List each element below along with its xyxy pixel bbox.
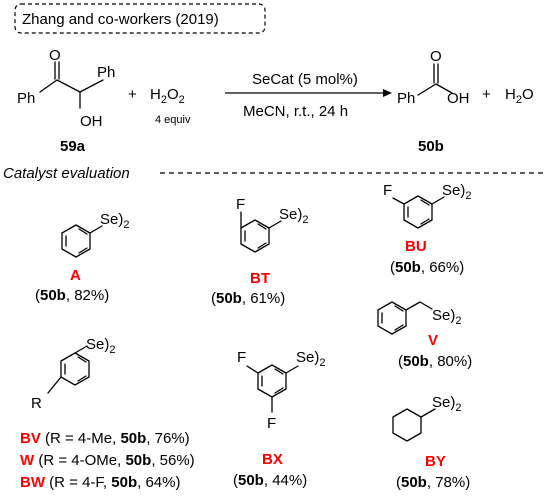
svg-text:H2O2: H2O2 [150,86,185,106]
catalyst-A: Se)2 A (50b, 82%) [35,211,129,304]
catalyst-V: Se)2 V (50b, 80%) [377,301,472,370]
reaction-arrow: SeCat (5 mol%) MeCN, r.t., 24 h [225,71,392,120]
oxidant-equiv: 4 equiv [155,114,191,126]
product-oh: OH [447,90,470,107]
citation-text: Zhang and co-workers (2019) [22,11,219,28]
reactant-benzoin: O Ph Ph OH 59a [17,47,115,155]
conditions-bottom: MeCN, r.t., 24 h [243,103,348,120]
yield-BY: (50b, 78%) [396,474,470,491]
row-BV: BV (R = 4-Me, 50b, 76%) [20,430,190,447]
svg-text:Se)2: Se)2 [432,394,461,414]
plus-sign-1: + [128,86,137,103]
benzoin-carbonyl-o: O [49,47,61,64]
benzoin-oh: OH [80,113,103,130]
benzoin-ph-left: Ph [17,90,35,107]
product-ph: Ph [397,90,415,107]
catalyst-label-BX: BX [262,451,283,468]
h2o2-h: H [150,86,161,103]
svg-text:Se)2: Se)2 [279,206,308,226]
row-BW: BW (R = 4-F, 50b, 64%) [20,474,180,491]
catalyst-BU: F Se)2 BU (50b, 66%) [383,182,471,276]
catalyst-label-BT: BT [250,270,270,287]
catalyst-label-A: A [70,267,81,284]
water: H2O [505,86,534,106]
svg-text:Se)2: Se)2 [86,336,115,356]
row-W: W (R = 4-OMe, 50b, 56%) [20,452,195,469]
yield-BX: (50b, 44%) [233,472,307,489]
catalyst-para-series: Se)2 R BV (R = 4-Me, 50b, 76%) W (R = 4-… [20,336,195,491]
catalyst-label-BU: BU [405,238,427,255]
catalyst-BY: Se)2 BY (50b, 78%) [392,394,470,491]
h2o2-o: O [167,86,179,103]
product-carbonyl-o: O [430,48,442,65]
product-benzoic-acid: O Ph OH 50b [397,48,470,155]
bu-fluorine: F [383,182,392,199]
benzoin-ph-right: Ph [97,64,115,81]
catalyst-BX: F F Se)2 BX (50b, 44%) [233,349,325,489]
catalyst-label-V: V [428,332,438,349]
compound-id-50b: 50b [418,138,444,155]
yield-A: (50b, 82%) [35,287,109,304]
plus-sign-2: + [482,86,491,103]
catalyst-BT: F Se)2 BT (50b, 61%) [211,196,308,307]
bt-fluorine: F [236,196,245,213]
bx-fluorine-1: F [237,349,246,366]
section-title: Catalyst evaluation [3,165,130,182]
yield-BT: (50b, 61%) [211,290,285,307]
svg-text:Se)2: Se)2 [432,307,461,327]
compound-id-59a: 59a [60,138,86,155]
hydrogen-peroxide: H2O2 4 equiv [150,86,191,126]
svg-text:Se)2: Se)2 [442,182,471,202]
catalyst-label-BY: BY [425,453,446,470]
svg-text:Se)2: Se)2 [100,211,129,231]
yield-V: (50b, 80%) [398,353,472,370]
conditions-top: SeCat (5 mol%) [252,71,358,88]
citation-box [14,3,266,34]
h2o2-sub2: 2 [179,94,185,106]
para-r-group: R [31,395,42,412]
bx-fluorine-2: F [267,415,276,432]
svg-text:Se)2: Se)2 [296,349,325,369]
yield-BU: (50b, 66%) [390,259,464,276]
h2o2-sub1: 2 [161,94,167,106]
